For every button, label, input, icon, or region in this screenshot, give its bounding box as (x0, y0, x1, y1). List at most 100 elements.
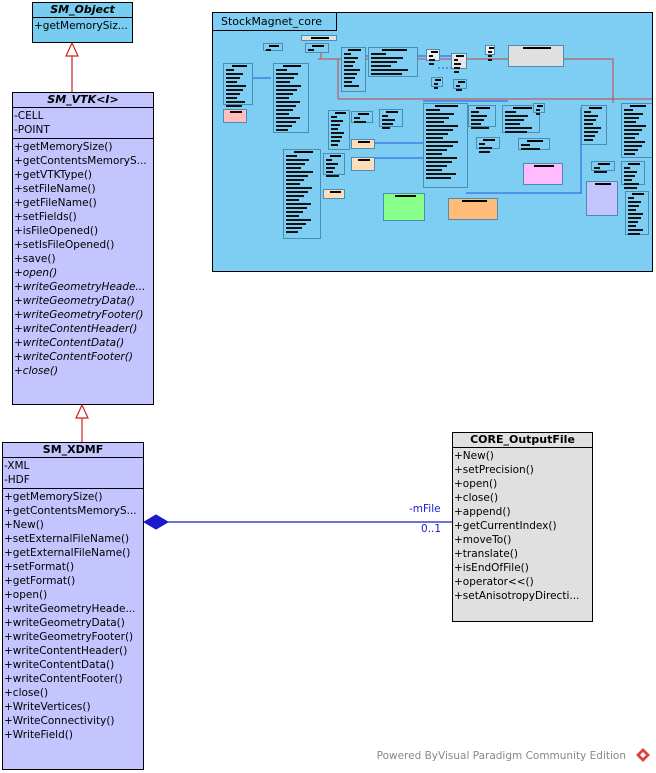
mini-class-thumbnail (426, 49, 440, 65)
operation: +getMemorySize() (4, 491, 103, 503)
class-sm-object[interactable]: SM_Object +getMemorySiz... (32, 2, 133, 43)
mini-class-thumbnail (283, 149, 321, 239)
mini-class-thumbnail (301, 35, 337, 41)
operation: +writeContentHeader() (4, 645, 128, 657)
attributes-section: -XML -HDF (3, 458, 143, 489)
operation: +save() (14, 253, 56, 265)
mini-generalization-line (318, 58, 652, 100)
operation: +translate() (454, 548, 518, 560)
operation: +writeContentFooter() (14, 351, 133, 363)
mini-generalization-line (320, 49, 614, 103)
operation: +New() (454, 450, 494, 462)
mini-class-thumbnail (273, 63, 309, 133)
package-name-tab: StockMagnet_core (213, 13, 338, 31)
operation: +operator<<() (454, 576, 534, 588)
operation: +setExternalFileName() (4, 533, 130, 545)
composition-multiplicity-label: 0..1 (421, 523, 442, 535)
mini-class-thumbnail (368, 47, 418, 77)
operation: +close() (4, 687, 49, 699)
attribute: -HDF (4, 474, 30, 486)
mini-class-thumbnail (523, 163, 563, 185)
mini-class-thumbnail (453, 79, 467, 91)
attribute: -POINT (14, 124, 50, 136)
composition-diamond-icon (143, 514, 169, 530)
operation: +writeContentData() (4, 659, 115, 671)
operation: +writeContentHeader() (14, 323, 138, 335)
mini-class-thumbnail (533, 103, 545, 115)
class-name: SM_VTK<I> (13, 93, 153, 108)
mini-class-thumbnail (518, 138, 550, 150)
mini-class-thumbnail (328, 110, 350, 150)
mini-class-thumbnail (223, 109, 247, 123)
operation: +writeGeometryData() (14, 295, 135, 307)
mini-class-thumbnail (341, 47, 366, 92)
mini-class-thumbnail (323, 189, 345, 199)
mini-class-thumbnail (586, 181, 618, 216)
operation: +getCurrentIndex() (454, 520, 557, 532)
mini-class-thumbnail (305, 43, 329, 53)
operation: +getMemorySiz... (34, 20, 128, 32)
operation: +getFormat() (4, 575, 76, 587)
operations-section: +getMemorySize()+getContentsMemoryS...+g… (13, 139, 153, 379)
generalization-arrowhead-icon (75, 403, 89, 419)
mini-class-thumbnail (581, 105, 607, 145)
mini-class-thumbnail (448, 198, 498, 220)
footer-powered-by: Powered ByVisual Paradigm Community Edit… (376, 750, 626, 762)
operation: +open() (14, 267, 58, 279)
mini-class-thumbnail (323, 153, 345, 177)
mini-class-thumbnail (423, 103, 468, 188)
mini-class-thumbnail (351, 157, 375, 171)
operation: +close() (454, 492, 499, 504)
operation: +writeContentData() (14, 337, 125, 349)
class-name: SM_Object (33, 3, 132, 18)
operation: +open() (454, 478, 498, 490)
mini-class-thumbnail (621, 161, 645, 189)
operation: +writeGeometryFooter() (14, 309, 144, 321)
attribute: -XML (4, 460, 30, 472)
operation: +getContentsMemoryS... (4, 505, 137, 517)
operation: +moveTo() (454, 534, 512, 546)
package-stockmagnet-core[interactable]: StockMagnet_core (212, 12, 653, 272)
mini-class-thumbnail (263, 43, 283, 51)
operation: +writeGeometryFooter() (4, 631, 134, 643)
operation: +getMemorySize() (14, 141, 113, 153)
operation: +open() (4, 589, 48, 601)
mini-class-thumbnail (383, 193, 425, 221)
class-sm-vtk[interactable]: SM_VTK<I> -CELL -POINT +getMemorySize()+… (12, 92, 154, 405)
generalization-arrowhead-icon (65, 41, 79, 57)
class-core-outputfile[interactable]: CORE_OutputFile +New() +setPrecision() +op… (452, 432, 593, 622)
mini-class-thumbnail (476, 137, 500, 153)
class-name: CORE_OutputFile (453, 433, 592, 448)
mini-class-thumbnail (379, 109, 403, 129)
mini-class-thumbnail (223, 63, 253, 107)
operation: +WriteVertices() (4, 701, 91, 713)
operation: +writeGeometryHeade... (4, 603, 136, 615)
composition-role-label: -mFile (409, 503, 441, 515)
operations-section: +getMemorySiz... (33, 18, 132, 34)
operation: +close() (14, 365, 59, 377)
operation: +writeGeometryHeade... (14, 281, 146, 293)
mini-class-thumbnail (351, 111, 373, 123)
operation: +setPrecision() (454, 464, 534, 476)
mini-class-thumbnail (508, 45, 564, 67)
visual-paradigm-logo-icon (636, 748, 650, 762)
operation: +setFormat() (4, 561, 75, 573)
operation: +setIsFileOpened() (14, 239, 115, 251)
operation: +setFields() (14, 211, 77, 223)
mini-class-thumbnail (621, 103, 652, 158)
operations-section: +New() +setPrecision() +open() +close() +app… (453, 448, 592, 604)
mini-class-thumbnail (468, 105, 496, 129)
mini-class-thumbnail (485, 45, 495, 61)
mini-class-thumbnail (591, 161, 615, 173)
mini-class-thumbnail (351, 139, 375, 149)
operation: +New() (4, 519, 44, 531)
attribute: -CELL (14, 110, 44, 122)
class-name: SM_XDMF (3, 443, 143, 458)
operation: +WriteConnectivity() (4, 715, 115, 727)
mini-class-thumbnail (451, 53, 467, 73)
class-sm-xdmf[interactable]: SM_XDMF -XML -HDF +getMemorySize() +getCo… (2, 442, 144, 770)
operation: +setAnisotropyDirecti... (454, 590, 580, 602)
operation: +setFileName() (14, 183, 96, 195)
operation: +getFileName() (14, 197, 97, 209)
operation: +append() (454, 506, 511, 518)
